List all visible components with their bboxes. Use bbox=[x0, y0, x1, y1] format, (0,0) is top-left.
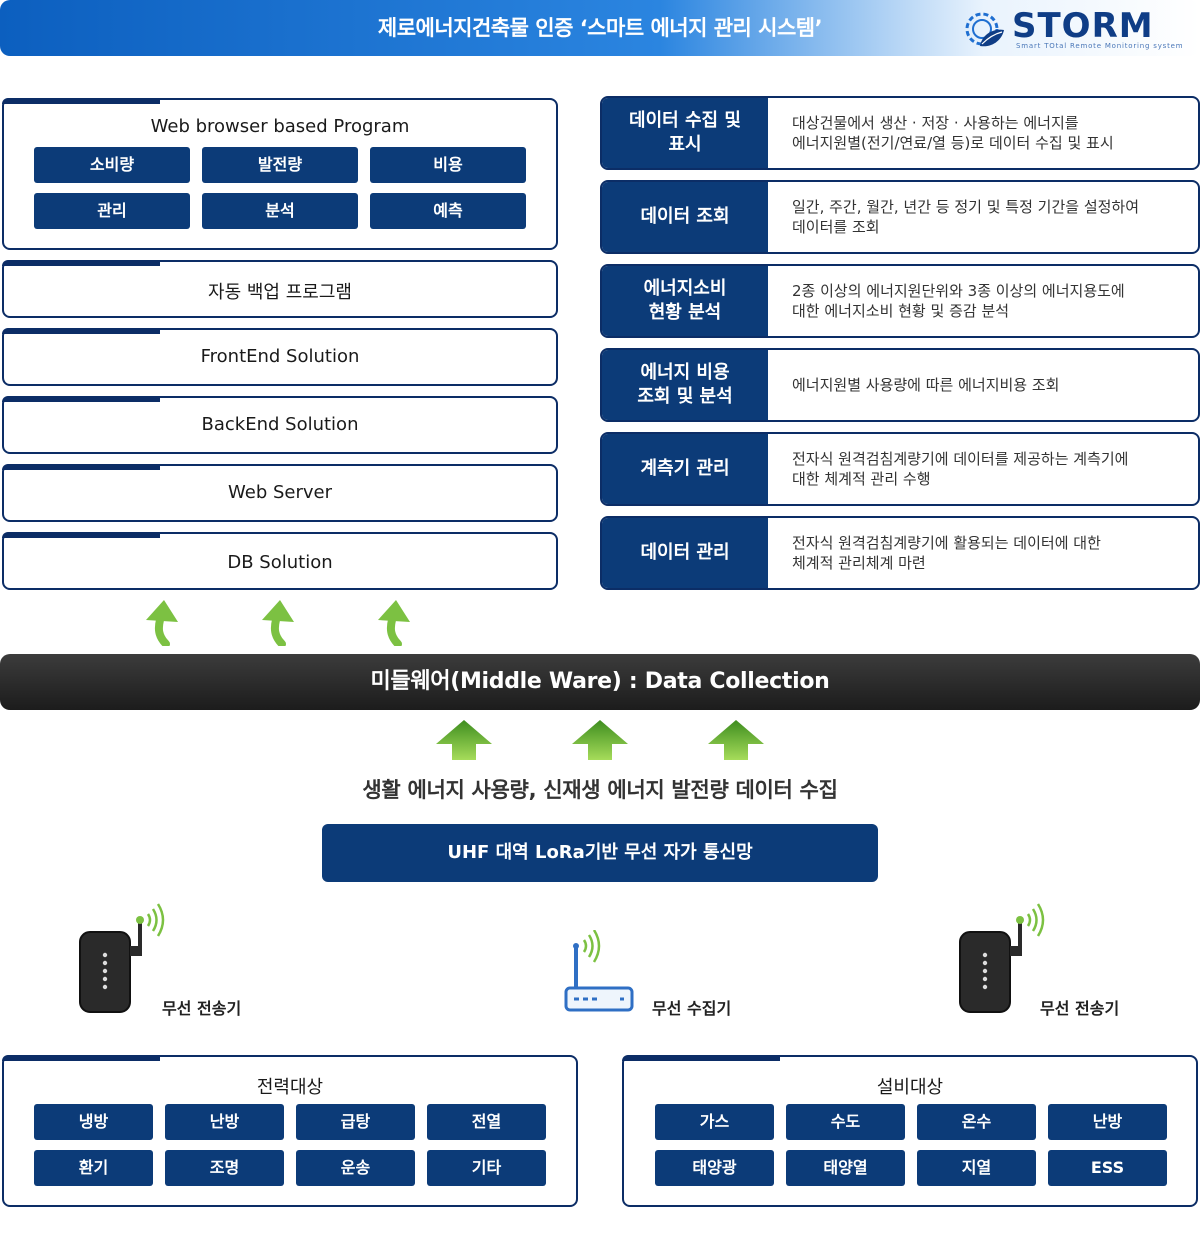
target-lighting[interactable]: 조명 bbox=[165, 1150, 284, 1186]
target-heating[interactable]: 난방 bbox=[165, 1104, 284, 1140]
logo-subtitle: Smart TOtal Remote Monitoring system bbox=[1016, 42, 1184, 50]
up-arrow-icon bbox=[436, 720, 492, 760]
layer-label: BackEnd Solution bbox=[201, 414, 359, 435]
layer-auto-backup: 자동 백업 프로그램 bbox=[2, 260, 558, 318]
target-hot-water[interactable]: 급탕 bbox=[296, 1104, 415, 1140]
function-row-data-collection: 데이터 수집 및 표시 대상건물에서 생산 · 저장 · 사용하는 에너지를 에… bbox=[600, 96, 1200, 170]
wireless-transmitter-icon bbox=[79, 903, 165, 1013]
facility-targets-box: 설비대상 가스 수도 온수 난방 태양광 태양열 지열 ESS bbox=[622, 1055, 1198, 1207]
program-button-cost[interactable]: 비용 bbox=[370, 147, 526, 183]
target-transport[interactable]: 운송 bbox=[296, 1150, 415, 1186]
layer-frontend: FrontEnd Solution bbox=[2, 328, 558, 386]
middleware-bar bbox=[0, 654, 1200, 710]
function-row-data-management: 데이터 관리 전자식 원격검침계량기에 활용되는 데이터에 대한 체계적 관리체… bbox=[600, 516, 1200, 590]
target-warm-water[interactable]: 온수 bbox=[917, 1104, 1036, 1140]
power-targets-title: 전력대상 bbox=[256, 1077, 324, 1098]
layer-label: Web Server bbox=[228, 482, 332, 503]
web-program-title: Web browser based Program bbox=[150, 116, 410, 137]
storm-gear-leaf-icon bbox=[965, 12, 1004, 47]
target-gas[interactable]: 가스 bbox=[655, 1104, 774, 1140]
target-solar-thermal[interactable]: 태양열 bbox=[786, 1150, 905, 1186]
layer-backend: BackEnd Solution bbox=[2, 396, 558, 454]
target-water[interactable]: 수도 bbox=[786, 1104, 905, 1140]
up-arrow-icon bbox=[708, 720, 764, 760]
page-title: 제로에너지건축물 인증 ‘스마트 에너지 관리 시스템’ bbox=[377, 16, 823, 40]
network-label: UHF 대역 LoRa기반 무선 자가 통신망 bbox=[447, 842, 753, 863]
target-solar-power[interactable]: 태양광 bbox=[655, 1150, 774, 1186]
device-label-left: 무선 전송기 bbox=[162, 999, 242, 1018]
program-button-forecast[interactable]: 예측 bbox=[370, 193, 526, 229]
target-heating[interactable]: 난방 bbox=[1048, 1104, 1167, 1140]
up-arrow-icon bbox=[572, 720, 628, 760]
function-title: 계측기 관리 bbox=[602, 434, 768, 504]
program-button-management[interactable]: 관리 bbox=[34, 193, 190, 229]
web-program-box: Web browser based Program 소비량 발전량 비용 관리 … bbox=[2, 98, 558, 250]
target-other[interactable]: 기타 bbox=[427, 1150, 546, 1186]
curved-up-arrow-icon bbox=[378, 600, 410, 646]
middleware-label: 미들웨어(Middle Ware) : Data Collection bbox=[370, 669, 830, 694]
function-title: 데이터 조회 bbox=[602, 182, 768, 252]
layer-label: 자동 백업 프로그램 bbox=[208, 282, 352, 303]
wireless-transmitter-icon bbox=[959, 903, 1045, 1013]
target-outlet[interactable]: 전열 bbox=[427, 1104, 546, 1140]
program-button-consumption[interactable]: 소비량 bbox=[34, 147, 190, 183]
function-desc: 대상건물에서 생산 · 저장 · 사용하는 에너지를 에너지원별(전기/연료/열… bbox=[792, 114, 1114, 152]
function-desc: 전자식 원격검침계량기에 활용되는 데이터에 대한 체계적 관리체계 마련 bbox=[792, 534, 1101, 572]
logo: STORM bbox=[1012, 6, 1154, 46]
power-targets-box: 전력대상 냉방 난방 급탕 전열 환기 조명 운송 기타 bbox=[2, 1055, 578, 1207]
layer-db-solution: DB Solution bbox=[2, 532, 558, 590]
function-row-consumption-analysis: 에너지소비 현황 분석 2종 이상의 에너지원단위와 3종 이상의 에너지용도에… bbox=[600, 264, 1200, 338]
function-row-meter-management: 계측기 관리 전자식 원격검침계량기에 데이터를 제공하는 계측기에 대한 체계… bbox=[600, 432, 1200, 506]
function-row-cost-analysis: 에너지 비용 조회 및 분석 에너지원별 사용량에 따른 에너지비용 조회 bbox=[600, 348, 1200, 422]
network-bar bbox=[322, 824, 878, 882]
curved-up-arrow-icon bbox=[262, 600, 294, 646]
device-label-right: 무선 전송기 bbox=[1040, 999, 1120, 1018]
function-title: 에너지소비 현황 분석 bbox=[602, 266, 768, 336]
function-desc: 에너지원별 사용량에 따른 에너지비용 조회 bbox=[792, 376, 1060, 394]
function-title: 데이터 수집 및 표시 bbox=[602, 98, 768, 168]
layer-label: FrontEnd Solution bbox=[200, 346, 360, 367]
function-row-data-query: 데이터 조회 일간, 주간, 월간, 년간 등 정기 및 특정 기간을 설정하여… bbox=[600, 180, 1200, 254]
program-button-generation[interactable]: 발전량 bbox=[202, 147, 358, 183]
header-bar bbox=[0, 0, 1200, 56]
layer-web-server: Web Server bbox=[2, 464, 558, 522]
target-cooling[interactable]: 냉방 bbox=[34, 1104, 153, 1140]
function-title: 에너지 비용 조회 및 분석 bbox=[602, 350, 768, 420]
curved-up-arrow-icon bbox=[146, 600, 178, 646]
layer-label: DB Solution bbox=[227, 552, 333, 573]
function-desc: 2종 이상의 에너지원단위와 3종 이상의 에너지용도에 대한 에너지소비 현황… bbox=[792, 282, 1125, 320]
wireless-collector-icon bbox=[564, 930, 634, 1012]
collection-label: 생활 에너지 사용량, 신재생 에너지 발전량 데이터 수집 bbox=[362, 778, 838, 802]
function-desc: 전자식 원격검침계량기에 데이터를 제공하는 계측기에 대한 체계적 관리 수행 bbox=[792, 450, 1129, 488]
facility-targets-title: 설비대상 bbox=[876, 1077, 944, 1098]
program-button-analysis[interactable]: 분석 bbox=[202, 193, 358, 229]
target-geothermal[interactable]: 지열 bbox=[917, 1150, 1036, 1186]
device-label-center: 무선 수집기 bbox=[652, 999, 732, 1018]
function-title: 데이터 관리 bbox=[602, 518, 768, 588]
target-ventilation[interactable]: 환기 bbox=[34, 1150, 153, 1186]
target-ess[interactable]: ESS bbox=[1048, 1150, 1167, 1186]
function-desc: 일간, 주간, 월간, 년간 등 정기 및 특정 기간을 설정하여 데이터를 조… bbox=[792, 198, 1140, 236]
